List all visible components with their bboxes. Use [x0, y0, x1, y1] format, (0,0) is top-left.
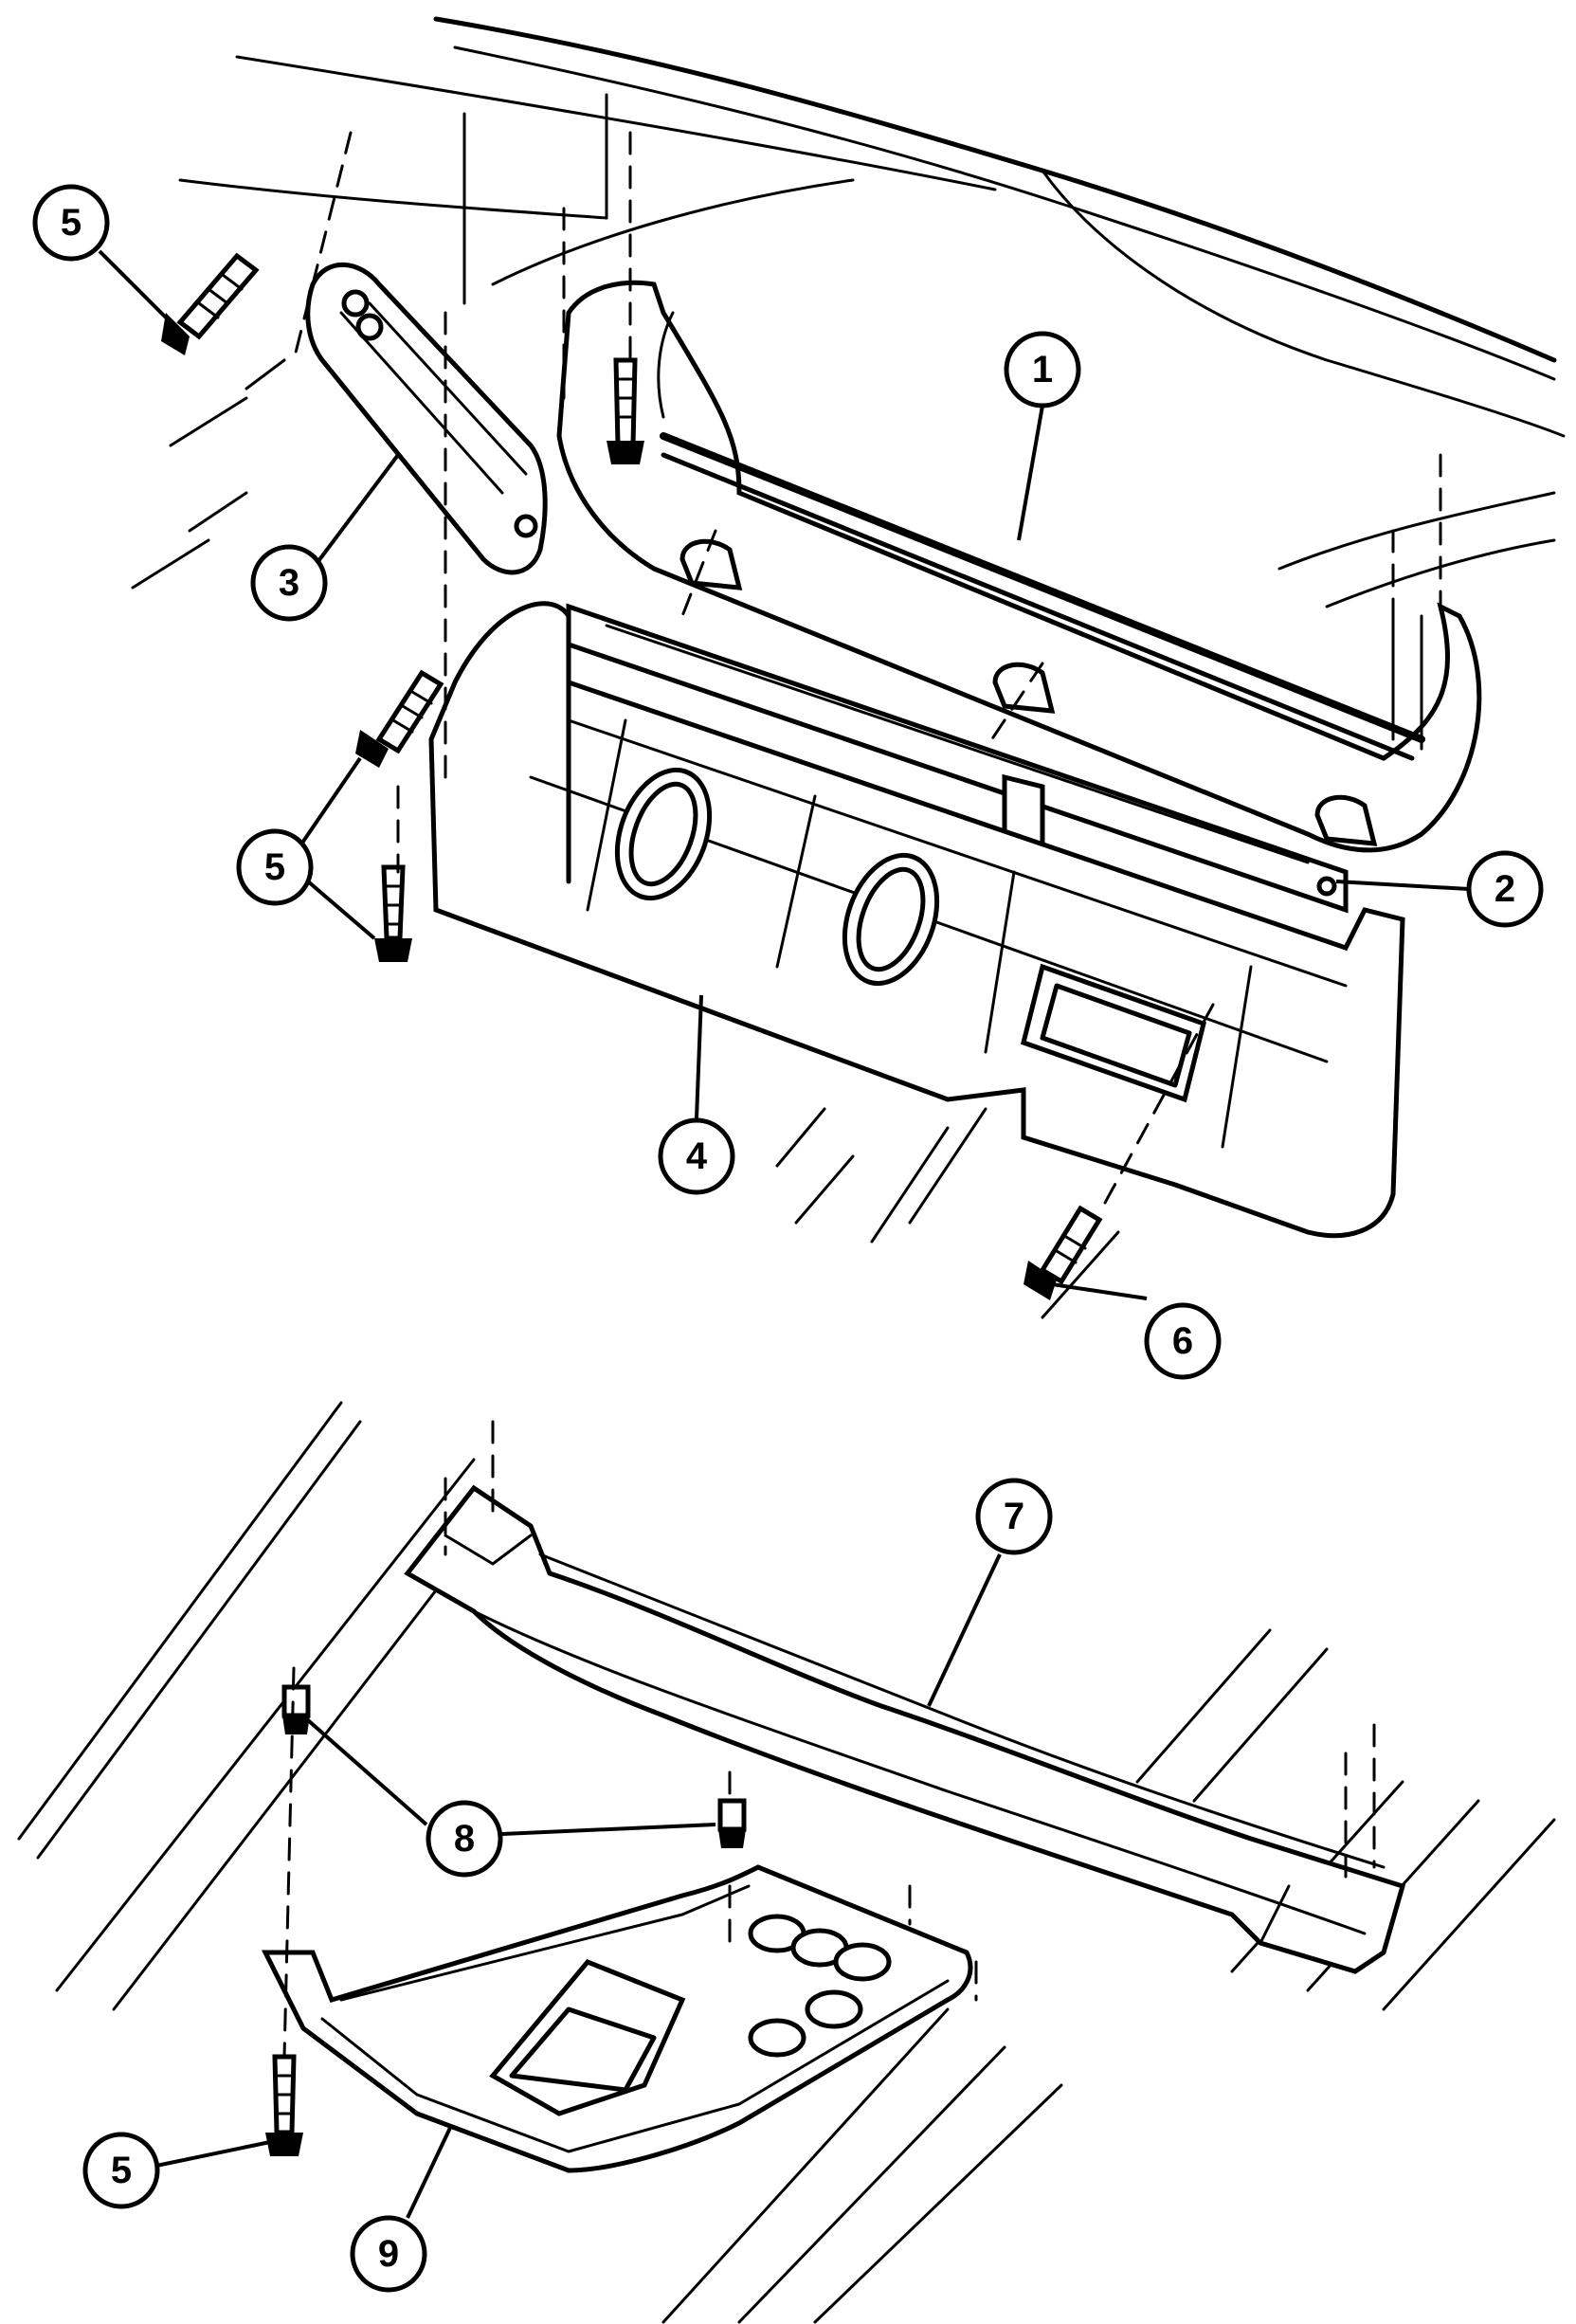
svg-text:5: 5	[264, 846, 285, 888]
leader-7	[927, 1553, 1002, 1707]
leader-4	[695, 994, 703, 1119]
bolt-5-upper-left	[161, 252, 260, 355]
crossmember-part-7	[404, 1484, 1406, 1974]
shield-part-9	[261, 1864, 973, 2173]
callout-7: 7	[975, 1478, 1053, 1555]
svg-text:5: 5	[61, 202, 82, 244]
svg-text:2: 2	[1494, 868, 1515, 910]
skid-plate-part-4	[428, 601, 1405, 1239]
nut-8-right	[717, 1798, 747, 1848]
svg-text:7: 7	[1004, 1496, 1024, 1537]
installation-lines-top	[292, 131, 1442, 1215]
callout-9: 9	[350, 2215, 427, 2293]
svg-text:5: 5	[111, 2150, 132, 2191]
leader-5c	[155, 2140, 271, 2168]
callout-5-middle: 5	[236, 828, 314, 906]
installation-lines-bottom	[282, 1420, 1376, 2059]
callout-6: 6	[1144, 1302, 1222, 1380]
callout-8: 8	[426, 1800, 503, 1878]
svg-text:8: 8	[454, 1818, 475, 1860]
svg-text:1: 1	[1032, 349, 1053, 390]
bottom-assembly	[17, 1401, 1556, 2324]
svg-text:6: 6	[1172, 1320, 1193, 1362]
bolt-near-bracket	[607, 357, 644, 464]
bolt-6	[1023, 1205, 1103, 1300]
leader-5b-b	[306, 880, 376, 940]
callout-4: 4	[658, 1117, 735, 1195]
callout-3: 3	[250, 544, 328, 622]
nut-8-left	[281, 1684, 311, 1734]
leader-5b-a	[297, 756, 362, 850]
bolt-5-left-b	[374, 864, 412, 962]
leader-8b	[501, 1823, 716, 1836]
leader-5a	[98, 249, 172, 324]
svg-text:3: 3	[279, 562, 299, 604]
top-assembly	[131, 16, 1566, 1319]
callout-5-upper: 5	[32, 184, 110, 262]
panel-part-1	[556, 280, 1482, 853]
leader-2	[1335, 880, 1470, 891]
svg-text:9: 9	[378, 2233, 399, 2275]
leader-1	[1017, 405, 1044, 541]
callout-2: 2	[1466, 850, 1544, 928]
callouts: 1 2 3 4 5 5 5 6	[32, 184, 1544, 2293]
bracket-part-3	[305, 262, 548, 575]
vehicle-body-outline	[131, 16, 1566, 1319]
leader-6	[1051, 1282, 1148, 1300]
callout-5-lower: 5	[82, 2132, 160, 2209]
leader-3	[311, 453, 400, 571]
callout-1: 1	[1004, 331, 1081, 409]
bolt-5-left-a	[355, 669, 444, 768]
leader-8a	[306, 1718, 428, 1826]
bolt-5-lower	[265, 2054, 303, 2156]
svg-text:4: 4	[686, 1135, 708, 1177]
leader-9	[406, 2127, 452, 2219]
